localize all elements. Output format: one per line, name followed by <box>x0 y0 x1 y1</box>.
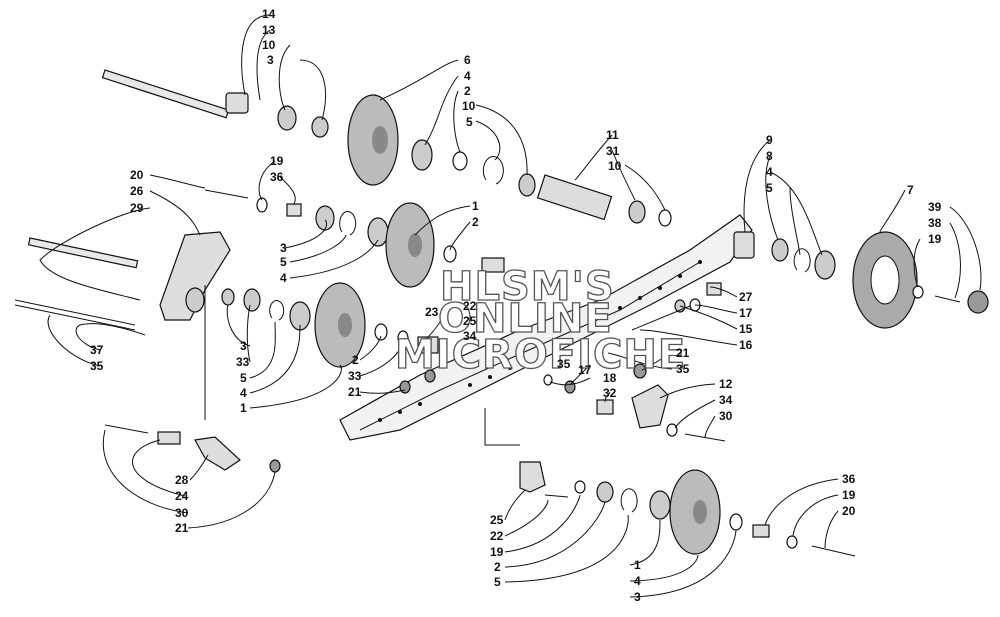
callout-label: 10 <box>608 159 622 173</box>
callout-label: 25 <box>463 314 477 328</box>
callout-label: 2 <box>494 560 501 574</box>
watermark-line-1: HLSM'S <box>440 264 615 310</box>
callout-label: 4 <box>464 69 471 83</box>
right-wheel-assembly <box>733 231 989 329</box>
callout-label: 20 <box>842 504 856 518</box>
callout-label: 21 <box>676 346 690 360</box>
watermark-line-2: ONLINE <box>438 296 613 342</box>
callout-label: 2 <box>472 215 479 229</box>
callout-label: 34 <box>463 329 477 343</box>
callout-label: 10 <box>262 38 276 52</box>
callout-label: 21 <box>175 521 189 535</box>
callout-label: 12 <box>719 377 733 391</box>
callout-label: 4 <box>240 386 247 400</box>
callout-label: 30 <box>719 409 733 423</box>
callout-label: 6 <box>464 53 471 67</box>
callout-label: 35 <box>676 362 690 376</box>
callout-label: 4 <box>634 574 641 588</box>
callout-label: 1 <box>472 199 479 213</box>
callout-label: 1 <box>634 558 641 572</box>
callout-label: 11 <box>606 128 619 142</box>
callout-label: 31 <box>606 144 620 158</box>
callout-label: 5 <box>240 371 247 385</box>
callout-label: 38 <box>928 216 942 230</box>
leader-lines <box>39 14 982 598</box>
callout-label: 16 <box>739 338 753 352</box>
callout-label: 39 <box>928 200 942 214</box>
left-arm-assembly <box>14 189 505 420</box>
callout-label: 17 <box>739 306 753 320</box>
callout-label: 37 <box>90 343 104 357</box>
callout-label: 28 <box>175 473 189 487</box>
callout-label: 22 <box>490 529 504 543</box>
callout-label: 1 <box>240 401 247 415</box>
callout-label: 21 <box>348 385 362 399</box>
callout-label: 8 <box>766 149 773 163</box>
callout-label: 5 <box>766 181 773 195</box>
watermark: HLSM'S ONLINE MICROFICHE <box>394 263 686 378</box>
callout-label: 5 <box>466 115 473 129</box>
callout-label: 2 <box>464 84 471 98</box>
callout-label: 27 <box>739 290 753 304</box>
callout-label: 20 <box>130 168 144 182</box>
callout-label: 26 <box>130 184 144 198</box>
bottom-wheel-assembly <box>484 408 856 557</box>
callout-label: 35 <box>90 359 104 373</box>
callout-labels: 14 13 10 3 6 4 2 10 5 11 31 10 9 8 4 5 7… <box>90 7 942 604</box>
callout-label: 34 <box>719 393 733 407</box>
watermark-line-3: MICROFICHE <box>395 332 686 378</box>
callout-label: 22 <box>463 299 477 313</box>
callout-label: 15 <box>739 322 753 336</box>
callout-label: 29 <box>130 201 144 215</box>
lower-left-bracket <box>104 424 281 473</box>
callout-label: 24 <box>175 489 189 503</box>
callout-label: 2 <box>352 353 359 367</box>
callout-label: 4 <box>766 165 773 179</box>
callout-label: 23 <box>425 305 439 319</box>
callout-label: 19 <box>270 154 284 168</box>
callout-label: 14 <box>262 7 276 21</box>
callout-label: 19 <box>490 545 504 559</box>
callout-label: 10 <box>462 99 476 113</box>
callout-label: 33 <box>236 355 250 369</box>
callout-label: 35 <box>557 357 571 371</box>
callout-label: 18 <box>603 371 617 385</box>
callout-label: 9 <box>766 133 773 147</box>
callout-label: 25 <box>490 513 504 527</box>
callout-label: 3 <box>634 590 641 604</box>
callout-label: 4 <box>280 271 287 285</box>
callout-label: 19 <box>928 232 942 246</box>
callout-label: 5 <box>494 575 501 589</box>
upper-axle-assembly <box>101 69 672 227</box>
callout-label: 3 <box>280 241 287 255</box>
callout-label: 32 <box>603 386 617 400</box>
callout-label: 33 <box>348 369 362 383</box>
right-small-parts <box>399 282 726 442</box>
callout-label: 36 <box>270 170 284 184</box>
callout-label: 30 <box>175 506 189 520</box>
callout-label: 7 <box>907 183 914 197</box>
callout-label: 36 <box>842 472 856 486</box>
callout-label: 19 <box>842 488 856 502</box>
callout-label: 3 <box>267 53 274 67</box>
callout-label: 3 <box>240 339 247 353</box>
callout-label: 17 <box>578 363 592 377</box>
callout-label: 5 <box>280 255 287 269</box>
callout-label: 13 <box>262 23 276 37</box>
